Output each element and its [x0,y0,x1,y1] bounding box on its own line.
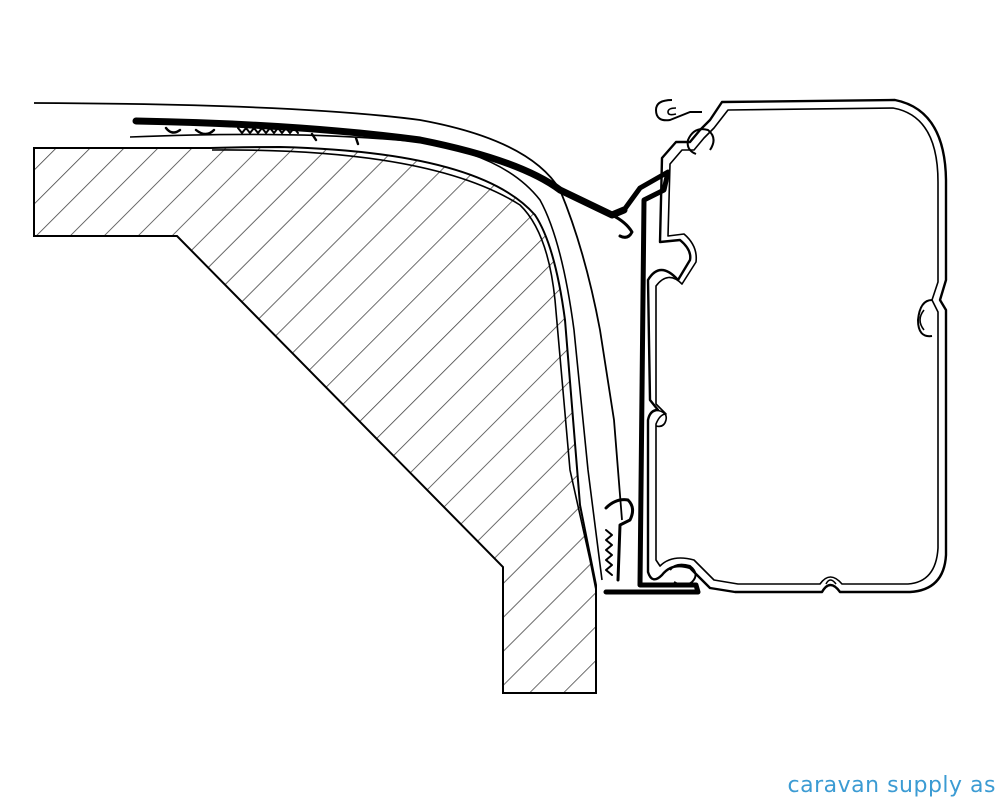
roof-skin [33,102,623,521]
roof-liner [211,149,597,591]
vehicle-roof-wall [33,145,597,694]
adapter-bracket [132,117,701,595]
brand-watermark: caravan supply as [787,773,996,798]
awning-cassette [646,98,948,594]
